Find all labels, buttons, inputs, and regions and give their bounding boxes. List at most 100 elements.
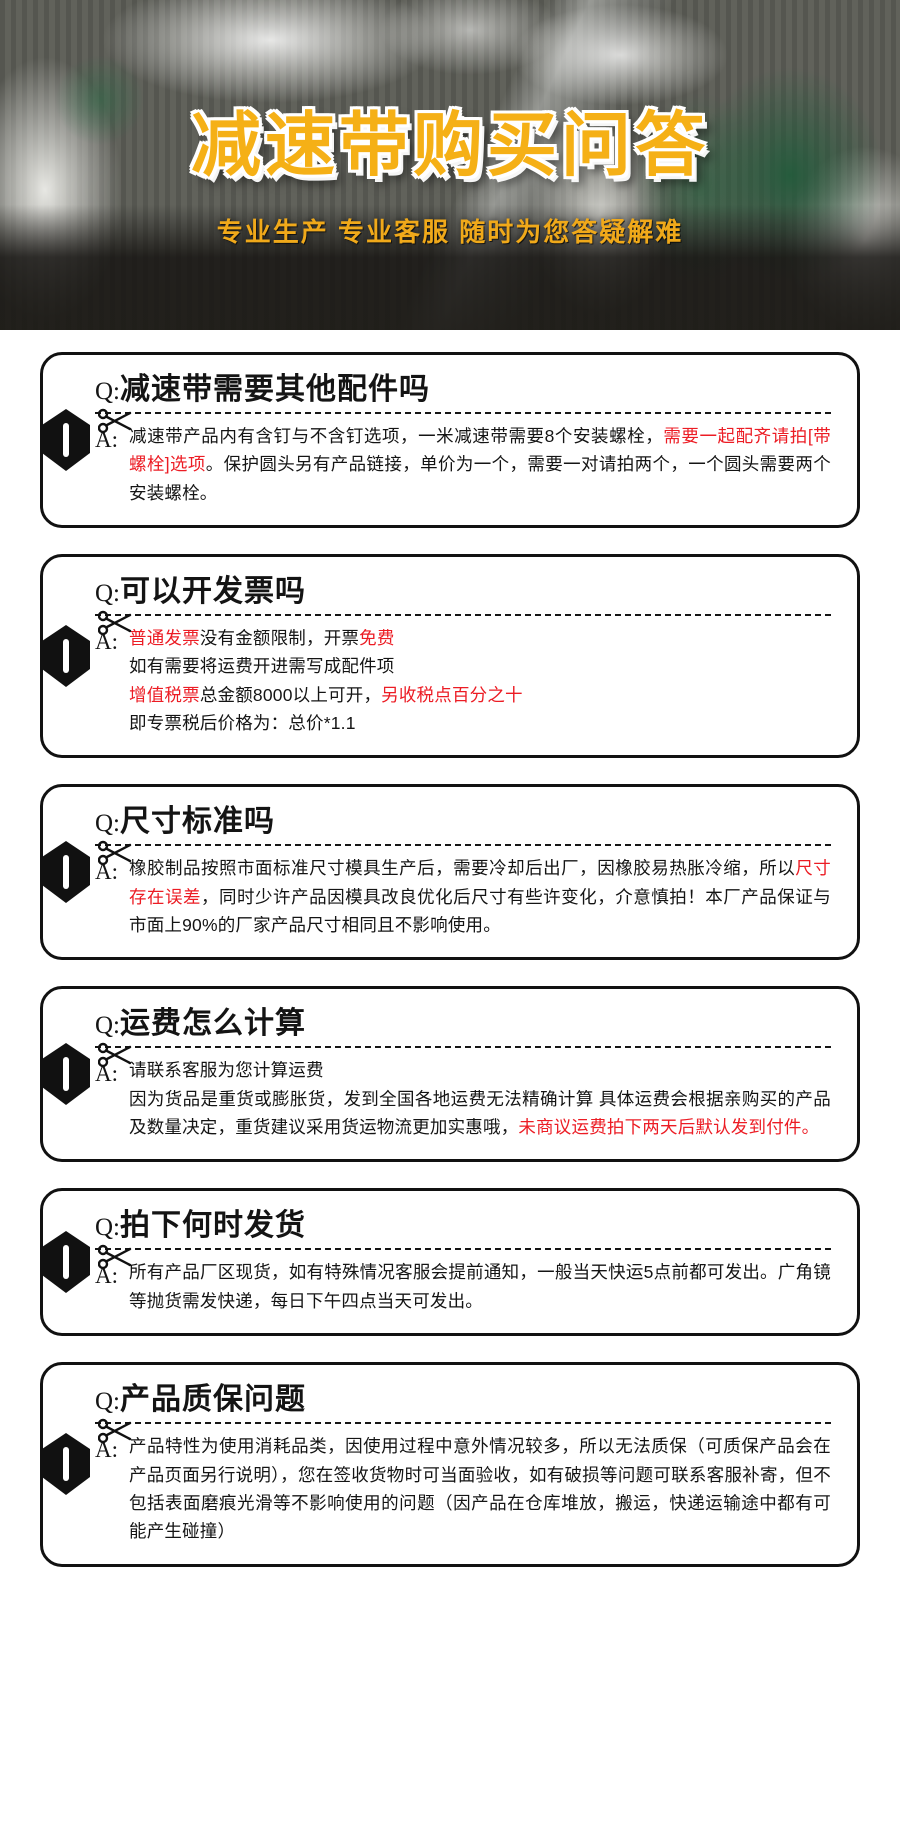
question-text: 产品质保问题 xyxy=(120,1383,306,1417)
scissors-icon xyxy=(98,1042,132,1068)
answer-body: 普通发票没有金额限制，开票免费如有需要将运费开进需写成配件项增值税票总金额800… xyxy=(129,624,831,737)
answer-text: 。保护圆头另有产品链接，单价为一个，需要一对请拍两个，一个圆头需要两个安装螺栓。 xyxy=(129,454,831,503)
dashed-divider xyxy=(95,844,831,847)
scissors-icon xyxy=(98,1418,132,1444)
answer-body: 所有产品厂区现货，如有特殊情况客服会提前通知，一般当天快运5点前都可发出。广角镜… xyxy=(129,1258,831,1315)
question-text: 尺寸标准吗 xyxy=(120,805,275,839)
dashed-divider xyxy=(95,1248,831,1251)
hexagon-bookmark-icon xyxy=(42,841,90,904)
question-text: 拍下何时发货 xyxy=(120,1209,306,1243)
faq-question: Q:运费怎么计算 xyxy=(95,1007,831,1040)
question-prefix: Q: xyxy=(95,1012,120,1040)
answer-line: 如有需要将运费开进需写成配件项 xyxy=(129,652,831,680)
scissors-icon xyxy=(98,610,132,636)
dashed-divider xyxy=(95,614,831,617)
faq-answer: A: 产品特性为使用消耗品类，因使用过程中意外情况较多，所以无法质保（可质保产品会… xyxy=(95,1432,831,1545)
answer-line: 即专票税后价格为：总价*1.1 xyxy=(129,709,831,737)
answer-prefix: A: xyxy=(95,859,118,885)
answer-highlight: 免费 xyxy=(359,628,395,649)
hero-banner: 减速带购买问答 专业生产 专业客服 随时为您答疑解难 xyxy=(0,0,900,330)
answer-line: 减速带产品内有含钉与不含钉选项，一米减速带需要8个安装螺栓，需要一起配齐请拍[带… xyxy=(129,422,831,507)
dashed-divider xyxy=(95,412,831,414)
answer-prefix: A: xyxy=(95,427,118,452)
question-text: 运费怎么计算 xyxy=(120,1007,306,1041)
faq-answer: A: 所有产品厂区现货，如有特殊情况客服会提前通知，一般当天快运5点前都可发出。广… xyxy=(95,1258,831,1315)
hexagon-bookmark-icon xyxy=(42,409,90,472)
answer-line: 产品特性为使用消耗品类，因使用过程中意外情况较多，所以无法质保（可质保产品会在产… xyxy=(129,1432,831,1545)
answer-line: 请联系客服为您计算运费 xyxy=(129,1056,831,1084)
answer-line: 普通发票没有金额限制，开票免费 xyxy=(129,624,831,652)
answer-text: 即专票税后价格为：总价*1.1 xyxy=(129,713,356,734)
faq-answer: A: 减速带产品内有含钉与不含钉选项，一米减速带需要8个安装螺栓，需要一起配齐请拍… xyxy=(95,422,831,507)
faq-question: Q:可以开发票吗 xyxy=(95,575,831,608)
answer-body: 橡胶制品按照市面标准尺寸模具生产后，需要冷却后出厂，因橡胶易热胀冷缩，所以尺寸存… xyxy=(129,854,831,939)
question-prefix: Q: xyxy=(95,1388,120,1416)
answer-body: 减速带产品内有含钉与不含钉选项，一米减速带需要8个安装螺栓，需要一起配齐请拍[带… xyxy=(129,422,831,507)
answer-prefix: A: xyxy=(95,1263,118,1289)
answer-text: 没有金额限制，开票 xyxy=(199,628,360,649)
answer-text: 橡胶制品按照市面标准尺寸模具生产后，需要冷却后出厂，因橡胶易热胀冷缩，所以 xyxy=(129,858,796,879)
scissors-icon xyxy=(98,408,132,434)
answer-prefix: A: xyxy=(95,1061,118,1087)
factory-photo xyxy=(0,0,900,330)
page-subtitle: 专业生产 专业客服 随时为您答疑解难 xyxy=(216,217,684,247)
hexagon-bookmark-icon xyxy=(42,1043,90,1106)
question-prefix: Q: xyxy=(95,810,120,838)
answer-text: 请联系客服为您计算运费 xyxy=(129,1060,324,1081)
answer-text: 总金额8000以上可开， xyxy=(199,684,382,705)
answer-body: 请联系客服为您计算运费因为货品是重货或膨胀货，发到全国各地运费无法精确计算 具体… xyxy=(129,1056,831,1141)
dashed-divider xyxy=(95,1422,831,1425)
faq-answer: A: 橡胶制品按照市面标准尺寸模具生产后，需要冷却后出厂，因橡胶易热胀冷缩，所以尺… xyxy=(95,854,831,939)
answer-highlight: 增值税票 xyxy=(129,684,200,705)
hexagon-bookmark-icon xyxy=(42,625,90,688)
answer-highlight: 另收税点百分之十 xyxy=(381,684,523,705)
question-prefix: Q: xyxy=(95,1214,120,1242)
answer-highlight: 未商议运费拍下两天后默认发到付件。 xyxy=(518,1117,820,1138)
answer-highlight: 尺寸存在误差 xyxy=(129,858,831,907)
question-text: 减速带需要其他配件吗 xyxy=(120,373,430,406)
dashed-divider xyxy=(95,1046,831,1049)
answer-line: 所有产品厂区现货，如有特殊情况客服会提前通知，一般当天快运5点前都可发出。广角镜… xyxy=(129,1258,831,1315)
answer-line: 因为货品是重货或膨胀货，发到全国各地运费无法精确计算 具体运费会根据亲购买的产品… xyxy=(129,1085,831,1142)
answer-text: 如有需要将运费开进需写成配件项 xyxy=(129,656,395,677)
faq-question: Q:拍下何时发货 xyxy=(95,1209,831,1242)
hexagon-bookmark-icon xyxy=(42,1231,90,1294)
answer-prefix: A: xyxy=(95,1437,118,1463)
answer-text: 减速带产品内有含钉与不含钉选项，一米减速带需要8个安装螺栓， xyxy=(129,426,664,446)
answer-text: 产品特性为使用消耗品类，因使用过程中意外情况较多，所以无法质保（可质保产品会在产… xyxy=(129,1436,831,1542)
answer-text: 所有产品厂区现货，如有特殊情况客服会提前通知，一般当天快运5点前都可发出。广角镜… xyxy=(129,1262,831,1311)
answer-line: 增值税票总金额8000以上可开，另收税点百分之十 xyxy=(129,681,831,709)
page-title: 减速带购买问答 xyxy=(191,106,709,184)
faq-question: Q:尺寸标准吗 xyxy=(95,805,831,838)
question-prefix: Q: xyxy=(95,378,120,405)
answer-text: ，同时少许产品因模具改良优化后尺寸有些许变化，介意慎拍！本厂产品保证与市面上90… xyxy=(129,886,831,936)
answer-prefix: A: xyxy=(95,629,118,655)
answer-text: 因为货品是重货或膨胀货，发到全国各地运费无法精确计算 具体运费会根据亲购买的产品… xyxy=(129,1088,831,1138)
faq-question: Q:减速带需要其他配件吗 xyxy=(95,373,831,406)
question-prefix: Q: xyxy=(95,580,120,608)
question-text: 可以开发票吗 xyxy=(120,575,306,609)
faq-question: Q:产品质保问题 xyxy=(95,1383,831,1416)
answer-line: 橡胶制品按照市面标准尺寸模具生产后，需要冷却后出厂，因橡胶易热胀冷缩，所以尺寸存… xyxy=(129,854,831,939)
answer-body: 产品特性为使用消耗品类，因使用过程中意外情况较多，所以无法质保（可质保产品会在产… xyxy=(129,1432,831,1545)
faq-answer: A: 请联系客服为您计算运费因为货品是重货或膨胀货，发到全国各地运费无法精确计算 … xyxy=(95,1056,831,1141)
scissors-icon xyxy=(98,840,132,866)
answer-highlight: 需要一起配齐请拍[带螺栓]选项 xyxy=(129,426,831,475)
scissors-icon xyxy=(98,1244,132,1270)
faq-answer: A:普通发票没有金额限制，开票免费如有需要将运费开进需写成配件项增值税票总金额8… xyxy=(95,624,831,737)
hexagon-bookmark-icon xyxy=(42,1433,90,1496)
